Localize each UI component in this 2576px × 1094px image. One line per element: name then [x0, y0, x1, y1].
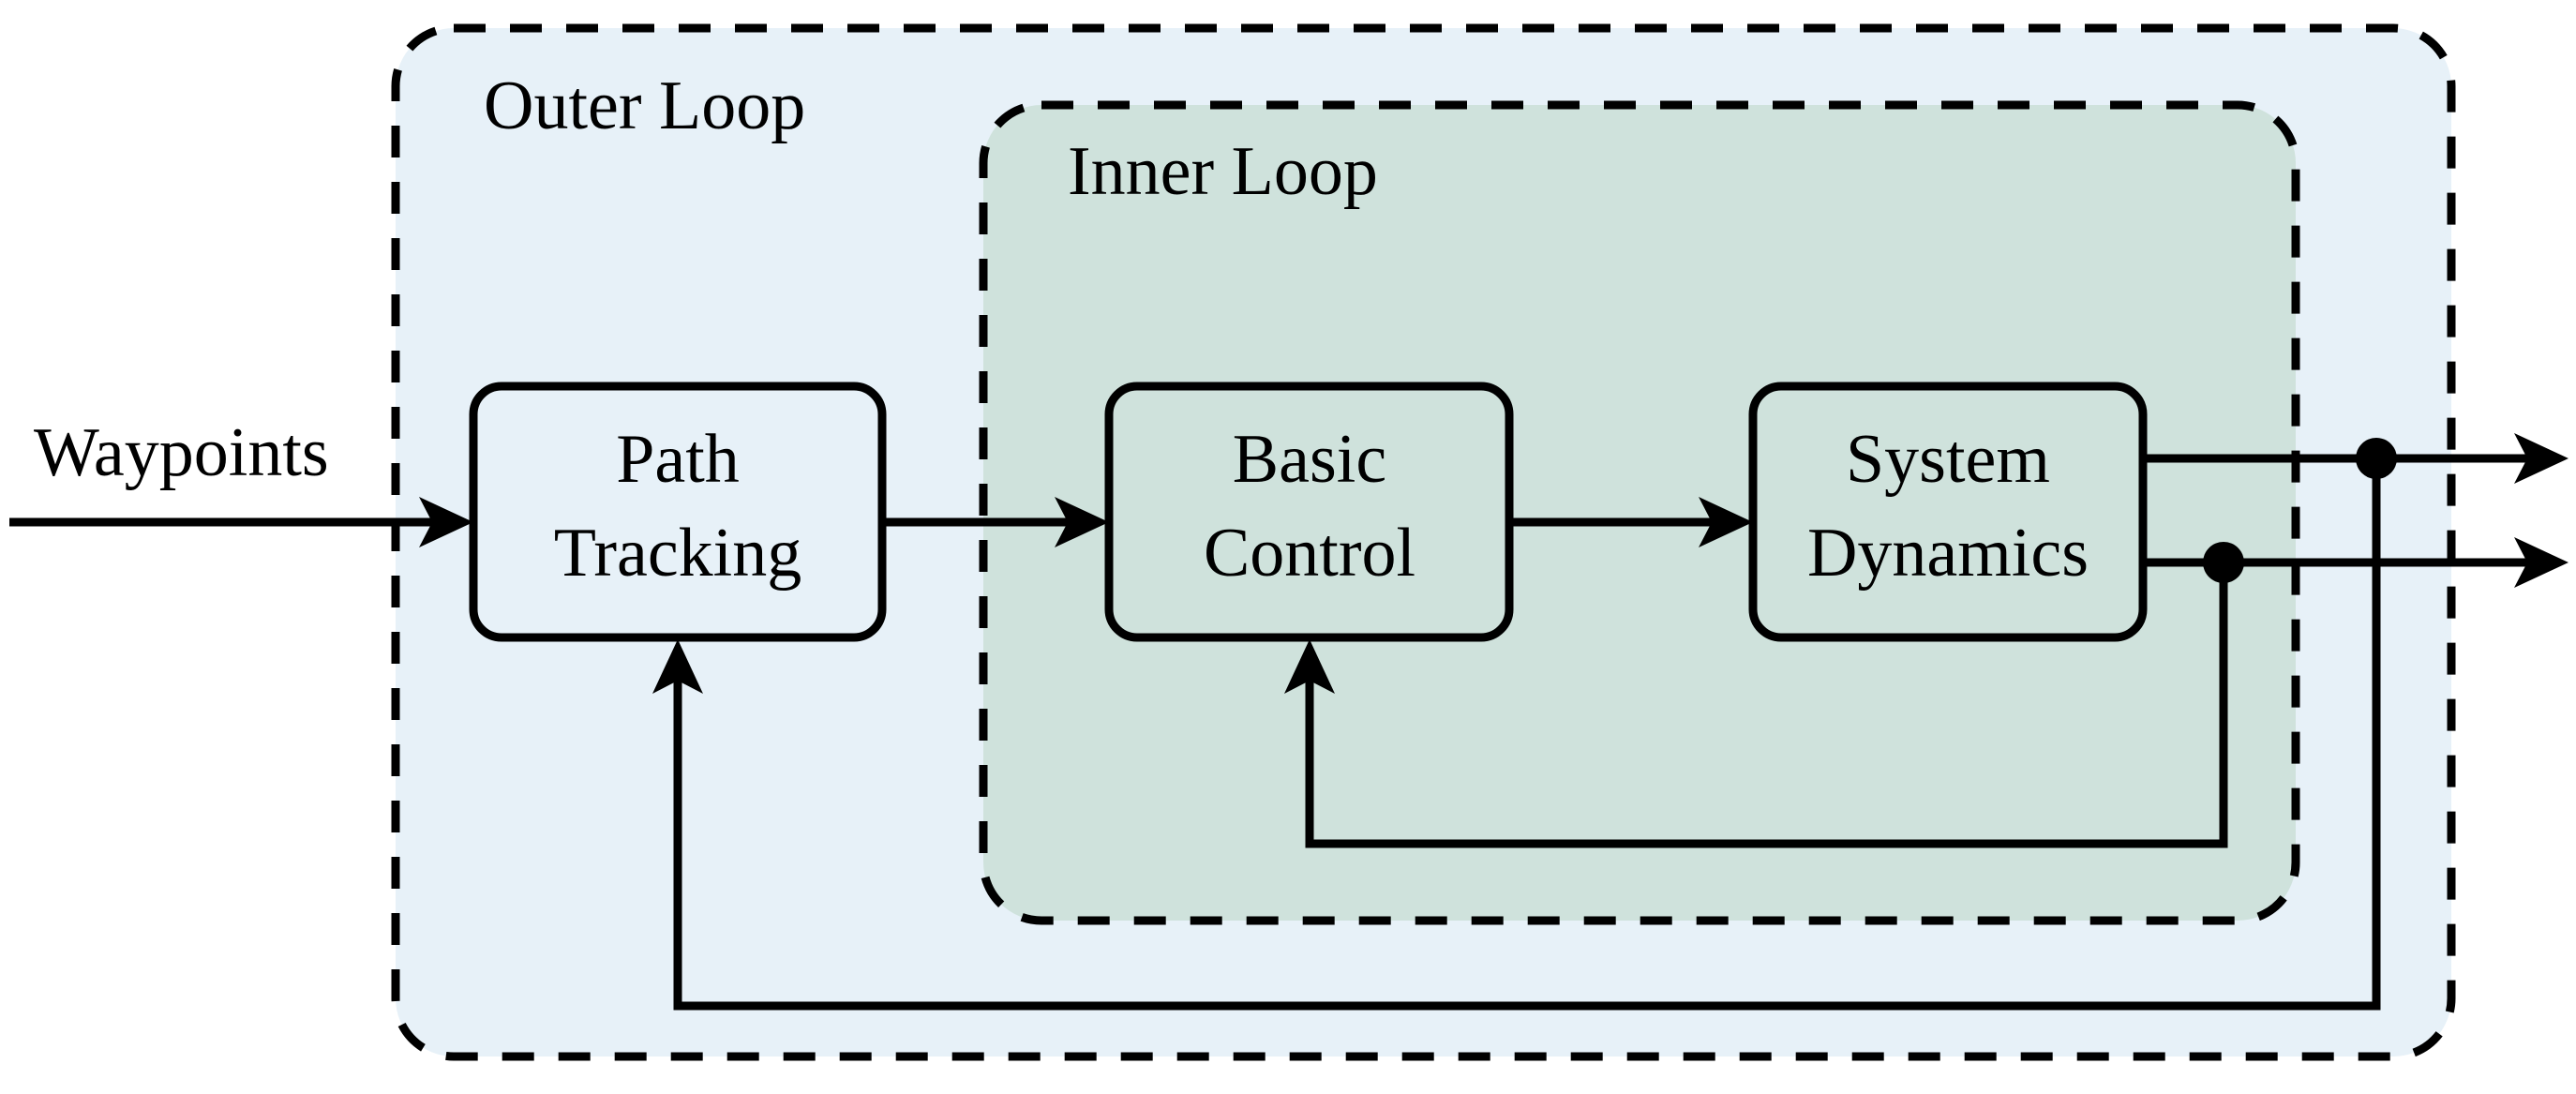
outer-feedback-line — [673, 458, 2381, 1011]
output-top-arrowhead — [2514, 433, 2569, 484]
waypoints-input-label: Waypoints — [34, 414, 329, 491]
inner-feedback-arrowhead — [1284, 639, 1335, 694]
output-bottom-arrowhead — [2514, 537, 2569, 588]
outer-feedback-path — [652, 458, 2381, 1011]
waypoints-arrowhead — [419, 497, 473, 547]
inner-loop-dashed-border — [979, 100, 2300, 925]
path-tracking-box — [469, 382, 887, 642]
outer-feedback-arrowhead — [652, 639, 703, 694]
inner-feedback-tap-dot — [2203, 542, 2244, 583]
inner-feedback-path — [1284, 562, 2228, 848]
system-dynamics-label-line2: Dynamics — [1807, 515, 2089, 592]
path-tracking-to-basic-control-signal — [882, 497, 1109, 547]
basic-control-label-line1: Basic — [1233, 421, 1386, 498]
outer-loop-dashed-border — [391, 23, 2456, 1061]
basic-control-to-system-dynamics-signal — [1509, 497, 1753, 547]
system-dynamics-box — [1748, 382, 2148, 642]
outer-loop-label: Outer Loop — [484, 67, 805, 144]
path-to-basic-arrowhead — [1055, 497, 1109, 547]
inner-loop-label: Inner Loop — [1068, 133, 1378, 210]
basic-control-box — [1104, 382, 1514, 642]
system-dynamics-output-top-signal — [2143, 433, 2569, 484]
path-tracking-label-line1: Path — [616, 421, 740, 498]
outer-feedback-tap-dot — [2356, 438, 2397, 479]
system-dynamics-label-line1: System — [1846, 421, 2050, 498]
block-basic-control[interactable]: Basic Control — [1104, 382, 1514, 642]
inner-feedback-line — [1305, 562, 2228, 848]
block-path-tracking[interactable]: Path Tracking — [469, 382, 887, 642]
basic-to-system-arrowhead — [1699, 497, 1753, 547]
basic-control-label-line2: Control — [1204, 515, 1415, 592]
block-system-dynamics[interactable]: System Dynamics — [1748, 382, 2148, 642]
path-tracking-label-line2: Tracking — [554, 515, 802, 592]
waypoints-to-path-tracking-signal — [9, 497, 473, 547]
